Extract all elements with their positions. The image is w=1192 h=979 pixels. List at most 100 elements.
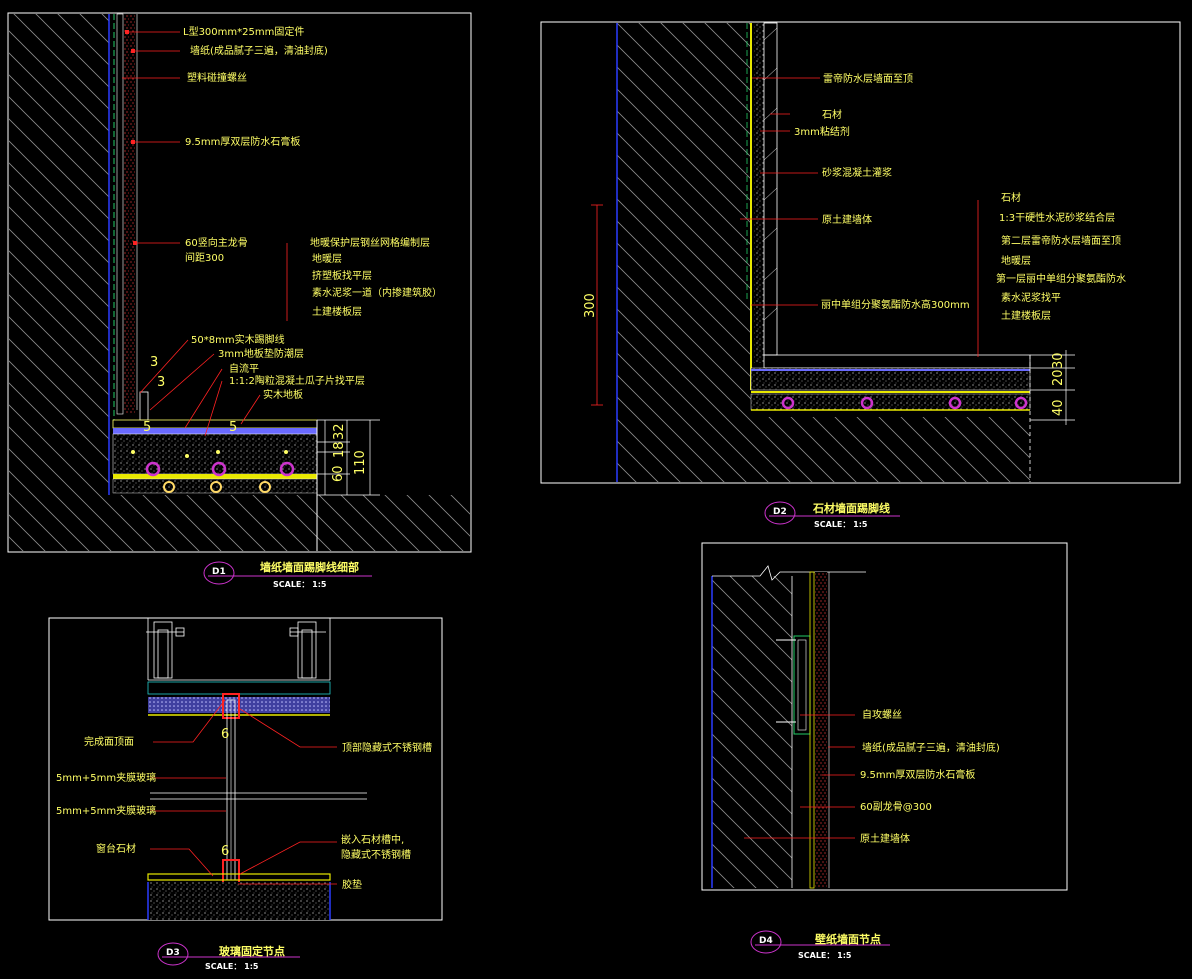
d3-sill-stone <box>147 873 331 881</box>
d1-wall-hatch <box>9 14 109 551</box>
d1-dim: 3 <box>150 355 158 370</box>
d2-label: 石材 <box>1001 191 1021 204</box>
d1-dim: 32 <box>332 423 347 440</box>
d2-title: 石材墙面踢脚线 <box>812 501 890 515</box>
d4-label: 自攻螺丝 <box>862 708 902 721</box>
d2-label: 雷帝防水层墙面至顶 <box>823 72 913 85</box>
d4-gypsum-board <box>815 572 821 888</box>
d2-frame <box>540 21 1181 484</box>
d1-slab-hatch <box>109 420 470 551</box>
d2-dim: 300 <box>583 293 598 318</box>
d3-title-block: D3 玻璃固定节点 SCALE： 1:5 <box>157 942 300 971</box>
detail-d1 <box>7 12 472 553</box>
d1-label: 9.5mm厚双层防水石膏板 <box>185 135 300 148</box>
d2-pipe <box>948 396 962 410</box>
d2-label: 丽中单组分聚氨酯防水高300mm <box>821 298 970 311</box>
d1-mesh-layer <box>113 474 317 479</box>
d1-title-block: D1 墙纸墙面踢脚线细部 SCALE： 1:5 <box>203 560 372 589</box>
d1-annotations: L型300mm*25mm固定件 墙纸(成品腻子三遍，清油封底) 塑料碰撞螺丝 9… <box>143 25 442 482</box>
d3-frame <box>48 617 443 921</box>
d1-self-level <box>113 428 317 434</box>
d2-badge <box>764 501 796 525</box>
d3-label: 5mm+5mm夹膜玻璃 <box>56 804 156 817</box>
d1-gypsum-board <box>124 14 129 414</box>
d3-badge-label: D3 <box>166 948 180 958</box>
d3-dim: 6 <box>221 844 229 859</box>
d1-label: 地暖保护层钢丝网格编制层 <box>310 236 430 249</box>
d1-title: 墙纸墙面踢脚线细部 <box>260 560 359 574</box>
detail-d4 <box>701 542 1068 891</box>
d1-dim: 60 <box>331 465 346 482</box>
d2-label: 砂浆混凝土灌浆 <box>822 166 892 179</box>
d2-dim: 40 <box>1051 399 1066 416</box>
d2-label: 素水泥浆找平 <box>1001 291 1061 304</box>
d4-title-block: D4 壁纸墙面节点 SCALE： 1:5 <box>750 930 890 960</box>
d4-stud <box>793 635 811 735</box>
d2-label: 土建楼板层 <box>1001 309 1051 322</box>
d1-label: 50*8mm实木踢脚线 <box>191 333 285 346</box>
d1-pipe <box>279 461 295 477</box>
d4-badge-label: D4 <box>759 936 773 946</box>
d2-label: 第二层雷帝防水层墙面至顶 <box>1001 234 1121 247</box>
d1-frame <box>7 12 472 553</box>
d1-pipe <box>211 461 227 477</box>
d4-wall-hatch <box>712 576 792 888</box>
d1-label: 3mm地板垫防潮层 <box>218 347 304 360</box>
d4-label: 60副龙骨@300 <box>860 800 932 813</box>
d3-title: 玻璃固定节点 <box>219 944 285 958</box>
d1-dim: 3 <box>157 375 165 390</box>
d1-skirting <box>139 391 149 421</box>
d1-screed <box>112 433 318 475</box>
d1-label: 实木地板 <box>263 388 303 401</box>
d4-scale: SCALE： 1:5 <box>798 951 852 960</box>
d2-label: 第一层丽中单组分聚氨酯防水 <box>996 272 1126 285</box>
d1-label: 挤塑板找平层 <box>312 269 372 282</box>
detail-d2 <box>540 21 1181 484</box>
d2-badge-label: D2 <box>773 507 787 517</box>
d1-pipe <box>145 461 161 477</box>
d2-wall-hatch <box>617 23 1030 482</box>
d1-label: 地暖层 <box>312 252 342 265</box>
d2-title-block: D2 石材墙面踢脚线 SCALE： 1:5 <box>764 501 900 529</box>
d2-label: 3mm粘结剂 <box>794 125 850 138</box>
d1-label: 素水泥浆一道（内掺建筑胶） <box>312 286 442 299</box>
d1-dim: 110 <box>353 450 368 475</box>
d1-dim: 5 <box>229 420 237 435</box>
d1-label: 土建楼板层 <box>312 305 362 318</box>
d2-pipe <box>781 396 795 410</box>
d2-mortar <box>750 367 1031 391</box>
d4-label: 9.5mm厚双层防水石膏板 <box>860 768 975 781</box>
d1-label: 自流平 <box>229 362 259 375</box>
d1-badge <box>203 561 235 585</box>
d3-dim: 6 <box>221 727 229 742</box>
d2-label: 1:3干硬性水泥砂浆结合层 <box>999 211 1115 224</box>
d1-label: 墙纸(成品腻子三遍，清油封底) <box>190 44 328 57</box>
d2-dim: 20 <box>1051 369 1066 386</box>
d3-label: 5mm+5mm夹膜玻璃 <box>56 771 156 784</box>
d1-label: 间距300 <box>185 251 224 264</box>
detail-d3 <box>48 617 443 921</box>
d4-title: 壁纸墙面节点 <box>815 932 881 946</box>
d2-scale: SCALE： 1:5 <box>814 520 868 529</box>
d1-badge-label: D1 <box>212 567 226 577</box>
d1-label: L型300mm*25mm固定件 <box>183 25 304 38</box>
d2-label: 石材 <box>822 108 842 121</box>
d2-pipe <box>1014 396 1028 410</box>
d3-annotations: 完成面顶面 5mm+5mm夹膜玻璃 5mm+5mm夹膜玻璃 窗台石材 顶部隐藏式… <box>56 727 432 891</box>
d2-annotations: 雷帝防水层墙面至顶 石材 3mm粘结剂 砂浆混凝土灌浆 原土建墙体 丽中单组分聚… <box>583 72 1126 416</box>
d1-scale: SCALE： 1:5 <box>273 580 327 589</box>
d2-floor-stone <box>763 354 1031 369</box>
d3-label: 窗台石材 <box>96 842 136 855</box>
d4-label: 墙纸(成品腻子三遍，清油封底) <box>862 741 1000 754</box>
d4-badge <box>750 930 782 954</box>
d2-label: 原土建墙体 <box>822 213 872 226</box>
d2-pipe <box>860 396 874 410</box>
d3-label: 嵌入石材槽中, <box>341 833 404 846</box>
d2-dim: 30 <box>1051 352 1066 369</box>
d1-dim: 5 <box>143 420 151 435</box>
d3-label: 胶垫 <box>342 878 362 891</box>
d3-badge <box>157 942 189 966</box>
d4-annotations: 自攻螺丝 墙纸(成品腻子三遍，清油封底) 9.5mm厚双层防水石膏板 60副龙骨… <box>860 708 1000 845</box>
d1-label: 60竖向主龙骨 <box>185 236 248 249</box>
d3-label: 顶部隐藏式不锈钢槽 <box>342 741 432 754</box>
